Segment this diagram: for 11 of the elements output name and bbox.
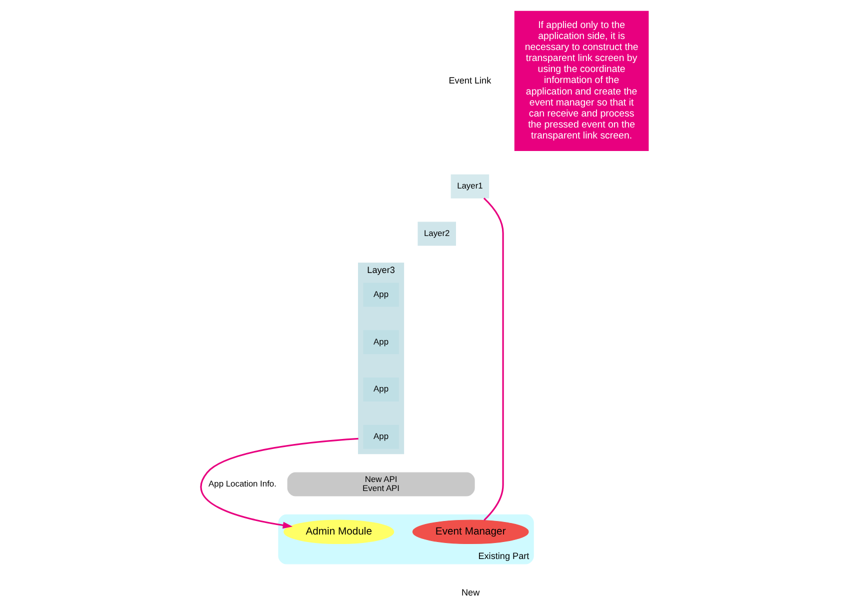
node-box: New API Event API xyxy=(286,472,474,496)
node-ellipse: Event Manager xyxy=(412,520,528,544)
connector xyxy=(482,198,504,521)
label: Event Link xyxy=(448,75,491,86)
edge-label: App Location Info. xyxy=(208,478,276,488)
node-box: Layer1 xyxy=(450,174,489,198)
label: New xyxy=(461,588,480,598)
node-box: If applied only to the application side, it is necessary to construct the transparent link screen by using the coordinate information of the application and create the event manager so that it can receive and process the pressed event on the transparent link screen. xyxy=(514,10,648,152)
node-box: Layer2 xyxy=(417,222,456,246)
arrow xyxy=(200,438,358,529)
node-ellipse: Admin Module xyxy=(283,520,394,544)
